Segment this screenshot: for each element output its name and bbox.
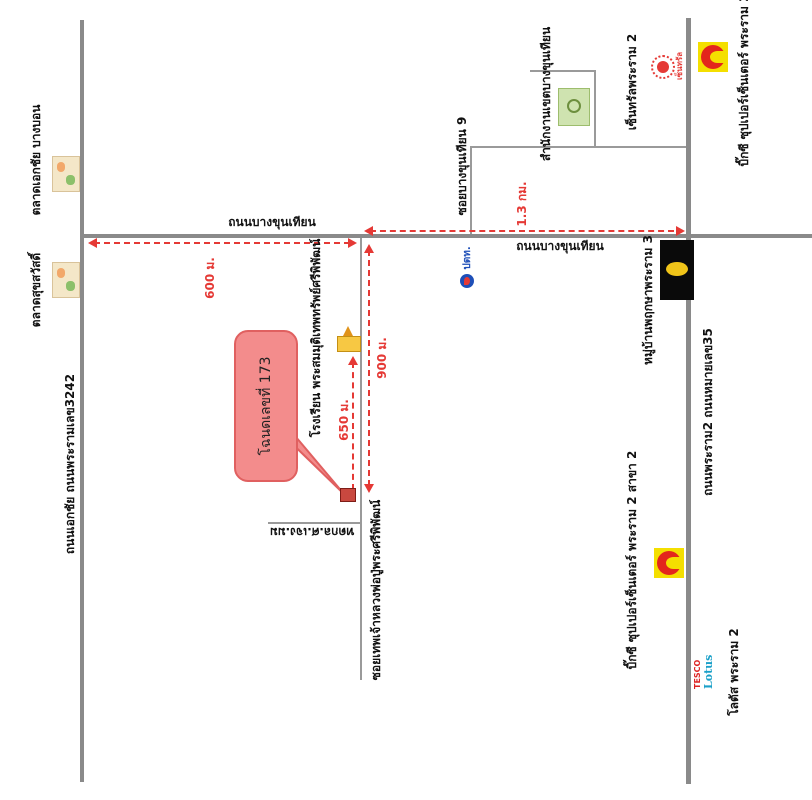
distance-line-650 (352, 362, 354, 490)
district-office-icon (558, 88, 590, 126)
road-label-rama2: ถนนพระราม2 ถนนหมายเลข35 (701, 328, 715, 496)
road-soi-small (268, 522, 360, 524)
village-logo-icon (660, 240, 694, 300)
road-soi-office-top (530, 70, 594, 72)
road-ekachai (80, 20, 84, 782)
label-bigc-bottom: บิ๊กซี ซุปเปอร์เซ็นเตอร์ พระราม 2 สาขา 2 (625, 450, 639, 670)
road-label-soi-temple: ซอยเทพเจ้าหลวงพ่อปู่พระศรีพิพัฒน์ (369, 499, 383, 681)
land-deed-callout (234, 330, 298, 482)
label-temple-school: โรงเรียน พระสมมุติเทพทรัพย์ศรีพิพัฒน์ (309, 238, 323, 438)
arrow-up (348, 356, 358, 365)
distance-label-600: 600 ม. (203, 257, 217, 299)
road-label-soi-bangkhuntien: ซอยบางขุนเทียน 9 (455, 116, 469, 216)
callout-label: โฉนดเลขที่ 173 (258, 356, 274, 456)
bigc-logo-icon (698, 42, 728, 72)
road-label-ekachai: ถนนเอกชัย ถนนพระรามเลข3242 (63, 373, 77, 555)
temple-icon (334, 326, 362, 352)
label-village: หมู่บ้านพฤกษาพระราม 3 (641, 235, 655, 365)
bigc-logo-icon (654, 548, 684, 578)
road-soi-connector (470, 146, 686, 148)
central-logo-icon (650, 54, 676, 80)
target-house-icon (340, 488, 356, 502)
label-ptt: ปตท. (462, 246, 473, 270)
label-lotus: โลตัส พระราม 2 (727, 628, 741, 716)
road-label-bangkhuntien-right: ถนนบางขุนเทียน (516, 239, 604, 253)
label-market-top: ตลาดเอกชัย บางบอน (29, 104, 43, 216)
arrow-down (364, 484, 374, 493)
road-soi-temple (360, 238, 362, 680)
label-central-brand: เซ็นทรัล (675, 51, 684, 81)
road-label-bangkhuntien: ถนนบางขุนเทียน (228, 215, 316, 229)
road-bangkhuntien (82, 234, 812, 238)
market-icon (52, 262, 80, 298)
arrow-left (88, 238, 97, 248)
distance-line-1-3km (370, 230, 674, 232)
road-rama2 (686, 18, 691, 784)
arrow-up (364, 244, 374, 253)
ptt-station-icon (460, 274, 474, 288)
distance-line-900 (368, 250, 370, 486)
distance-line-600 (94, 242, 350, 244)
label-bigc-top: บิ๊กซี ซุปเปอร์เซ็นเตอร์ พระราม 2 (737, 0, 751, 167)
road-soi-office (594, 70, 596, 148)
market-icon (52, 156, 80, 192)
lotus-text: Lotus (702, 654, 715, 689)
arrow-right (348, 238, 357, 248)
road-label-soi-small: ทดกล.ศ.เจง.มม (269, 525, 355, 539)
arrow-right (676, 226, 685, 236)
label-district-office: สำนักงานเขตบางขุนเทียน (539, 26, 553, 162)
distance-label-900: 900 ม. (375, 337, 389, 379)
label-central: เซ็นทรัลพระราม 2 (625, 33, 639, 131)
road-soi-bangkhuntien (470, 146, 472, 234)
distance-label-1-3km: 1.3 กม. (515, 181, 529, 227)
label-market-bottom: ตลาดสุขสวัสดิ์ (29, 252, 43, 328)
arrow-left (364, 226, 373, 236)
